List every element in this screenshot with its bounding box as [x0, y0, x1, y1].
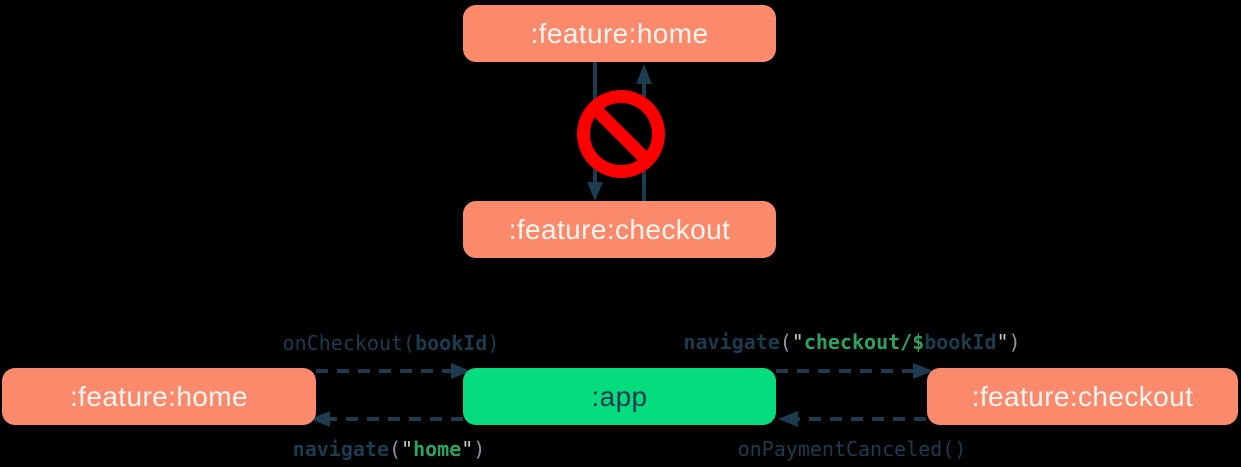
code-fn: navigate [292, 437, 389, 461]
module-node-app: :app [463, 368, 776, 425]
code-fn: onCheckout( [282, 331, 416, 355]
code-close-paren: ) [473, 437, 486, 461]
module-node-feature-home-top: :feature:home [463, 5, 776, 62]
arrow-oncheckout-head [451, 363, 471, 379]
code-string: checkout/$ [803, 330, 925, 354]
code-quote: " [996, 330, 1009, 354]
arrow-onpaymentcanceled-head [778, 411, 798, 427]
code-fn: navigate [683, 330, 780, 354]
module-node-feature-checkout-top: :feature:checkout [463, 201, 776, 258]
module-node-feature-checkout: :feature:checkout [927, 368, 1238, 425]
arrow-navigate-checkout-head [913, 363, 933, 379]
edge-label-navigate-home: navigate("home") [293, 436, 486, 462]
code-fn: onPaymentCanceled() [737, 437, 967, 461]
arrow-checkout-to-home-head [636, 64, 652, 84]
no-entry-icon-slash [593, 106, 649, 162]
code-quote: " [461, 437, 474, 461]
module-node-feature-home: :feature:home [2, 368, 316, 425]
code-close-paren: ) [1008, 330, 1021, 354]
code-arg: bookId [415, 331, 488, 355]
edge-label-oncheckout: onCheckout(bookId) [283, 330, 500, 356]
code-open-paren: ( [388, 437, 402, 461]
code-close-paren: ) [487, 331, 500, 355]
code-string: home [413, 437, 462, 461]
code-quote: " [401, 437, 414, 461]
code-open-paren: ( [779, 330, 792, 354]
arrow-navigate-home-head [310, 411, 330, 427]
arrow-home-to-checkout-head [587, 182, 603, 201]
edge-label-onpaymentcanceled: onPaymentCanceled() [738, 436, 967, 462]
no-entry-icon [577, 90, 665, 178]
code-arg: bookId [924, 330, 997, 354]
code-quote: " [791, 330, 804, 354]
edge-label-navigate-checkout: navigate("checkout/$bookId") [683, 329, 1020, 355]
